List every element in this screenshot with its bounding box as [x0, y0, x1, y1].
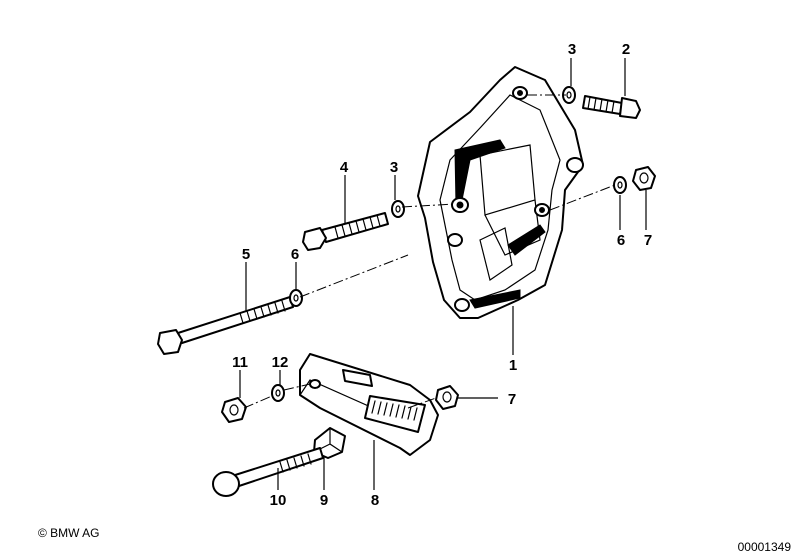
washer-part-12[interactable] [271, 384, 285, 402]
bracket-part-1[interactable] [417, 66, 584, 319]
nut-part-7-right[interactable] [632, 166, 656, 191]
callout-11: 11 [232, 354, 248, 371]
callout-3-mid: 3 [390, 159, 398, 176]
callout-6-right: 6 [617, 232, 625, 249]
leader-lines [239, 58, 647, 490]
callout-7-bottom: 7 [508, 391, 516, 408]
slotted-plate-part-8[interactable] [299, 353, 439, 456]
washer-part-3-top[interactable] [562, 86, 576, 104]
callout-8: 8 [371, 492, 379, 509]
callout-7-right: 7 [644, 232, 652, 249]
washer-part-6-left[interactable] [289, 289, 303, 307]
assembly-axes [243, 94, 616, 409]
bolt-part-2[interactable] [582, 95, 641, 119]
nut-part-11[interactable] [221, 397, 247, 423]
copyright-notice: © BMW AG [38, 526, 100, 540]
callout-9: 9 [320, 492, 328, 509]
callout-2: 2 [622, 41, 630, 58]
washer-part-3-mid[interactable] [391, 200, 405, 218]
callout-labels: 3 2 4 3 6 7 5 6 1 11 12 7 10 9 8 [232, 41, 652, 509]
washer-part-6-right[interactable] [613, 176, 627, 194]
callout-12: 12 [272, 354, 289, 371]
nut-part-7-bottom[interactable] [435, 385, 459, 410]
diagram-number: 00001349 [737, 540, 791, 554]
callout-1: 1 [509, 357, 517, 374]
callout-10: 10 [270, 492, 287, 509]
callout-6-left: 6 [291, 246, 299, 263]
bolt-part-5[interactable] [157, 296, 294, 355]
callout-4: 4 [340, 159, 349, 176]
bolt-part-4[interactable] [302, 212, 389, 251]
callout-5: 5 [242, 246, 250, 263]
callout-3-top: 3 [568, 41, 576, 58]
carriage-bolt-part-10[interactable] [212, 447, 324, 497]
